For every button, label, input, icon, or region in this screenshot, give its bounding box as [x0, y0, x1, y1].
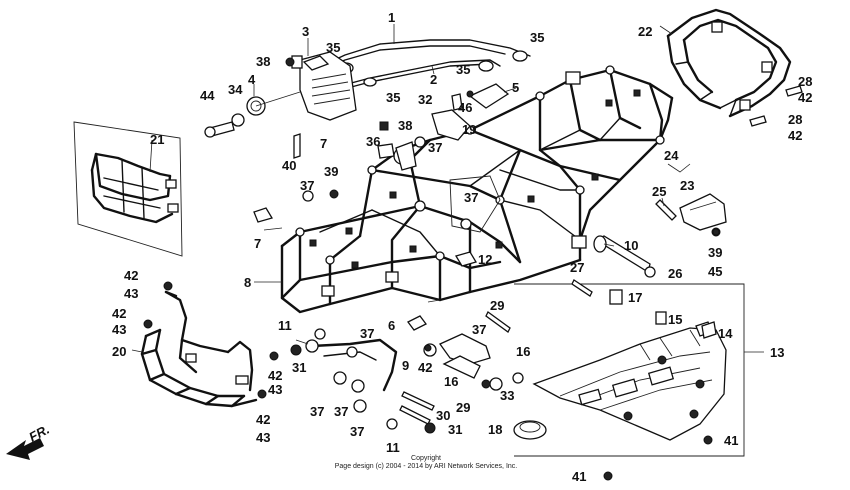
callout-45: 45: [708, 264, 722, 279]
callout-29a: 29: [490, 298, 504, 313]
callout-37h: 37: [472, 322, 486, 337]
callout-42c: 42: [124, 268, 138, 283]
callout-42b: 42: [788, 128, 802, 143]
copyright-notice: Copyright Page design (c) 2004 - 2014 by…: [335, 455, 518, 470]
callout-3: 3: [302, 24, 309, 39]
callout-43a: 43: [124, 286, 138, 301]
callout-28b: 28: [788, 112, 802, 127]
callout-37g: 37: [350, 424, 364, 439]
callout-11a: 11: [278, 318, 292, 333]
callout-21: 21: [150, 132, 164, 147]
callout-numbers: 1 2 3 35 35 35 35 38 4 34 44 5 32 46 38 …: [112, 10, 812, 484]
callout-14: 14: [718, 326, 733, 341]
callout-42e: 42: [268, 368, 282, 383]
callout-35d: 35: [386, 90, 400, 105]
callout-42d: 42: [112, 306, 126, 321]
callout-35c: 35: [456, 62, 470, 77]
front-rack-inset: [73, 121, 183, 257]
callout-44: 44: [200, 88, 215, 103]
front-label: FR.: [26, 422, 52, 445]
callout-12: 12: [478, 252, 492, 267]
callout-6: 6: [388, 318, 395, 333]
callout-5: 5: [512, 80, 519, 95]
callout-42f: 42: [256, 412, 270, 427]
front-guard: [140, 290, 258, 408]
callout-29b: 29: [456, 400, 470, 415]
callout-31b: 31: [448, 422, 462, 437]
leader-lines: [131, 24, 764, 353]
callout-37d: 37: [360, 326, 374, 341]
callout-2: 2: [430, 72, 437, 87]
callout-43b: 43: [112, 322, 126, 337]
callout-35a: 35: [326, 40, 340, 55]
callout-35b: 35: [530, 30, 544, 45]
callout-38b: 38: [398, 118, 412, 133]
callout-9: 9: [402, 358, 409, 373]
oil-cooler-assembly: [204, 51, 357, 159]
copyright-text: Page design (c) 2004 - 2014 by ARI Netwo…: [335, 463, 518, 470]
callout-32: 32: [418, 92, 432, 107]
front-direction-indicator: FR.: [6, 422, 52, 460]
callout-42a: 42: [798, 90, 812, 105]
callout-23: 23: [680, 178, 694, 193]
callout-16a: 16: [516, 344, 530, 359]
callout-11b: 11: [386, 440, 400, 455]
callout-41b: 41: [572, 469, 586, 484]
callout-30: 30: [436, 408, 450, 423]
callout-10: 10: [624, 238, 638, 253]
callout-4: 4: [248, 72, 256, 87]
callout-13: 13: [770, 345, 784, 360]
callout-28a: 28: [798, 74, 812, 89]
callout-37c: 37: [464, 190, 478, 205]
copyright-title: Copyright: [411, 455, 441, 462]
callout-42g: 42: [418, 360, 432, 375]
callout-25: 25: [652, 184, 666, 199]
callout-36: 36: [366, 134, 380, 149]
callout-33: 33: [500, 388, 514, 403]
callout-16b: 16: [444, 374, 458, 389]
main-frame: [280, 65, 674, 314]
callout-15: 15: [668, 312, 682, 327]
callout-37a: 37: [428, 140, 442, 155]
callout-26: 26: [668, 266, 682, 281]
brake-hoses: [329, 39, 531, 91]
callout-40: 40: [282, 158, 296, 173]
callout-27: 27: [570, 260, 584, 275]
callout-41a: 41: [724, 433, 738, 448]
callout-43d: 43: [256, 430, 270, 445]
skid-plate: [514, 283, 745, 457]
callout-39a: 39: [324, 164, 338, 179]
rear-guard: [666, 8, 792, 118]
front-arrow-icon: [6, 438, 44, 460]
callout-39b: 39: [708, 245, 722, 260]
callout-31a: 31: [292, 360, 306, 375]
callout-8: 8: [244, 275, 251, 290]
callout-43c: 43: [268, 382, 282, 397]
callout-7b: 7: [254, 236, 261, 251]
callout-37e: 37: [310, 404, 324, 419]
callout-38a: 38: [256, 54, 270, 69]
callout-22: 22: [638, 24, 652, 39]
callout-20: 20: [112, 344, 126, 359]
callout-18: 18: [488, 422, 502, 437]
callout-24: 24: [664, 148, 679, 163]
callout-1: 1: [388, 10, 395, 25]
callout-17: 17: [628, 290, 642, 305]
callout-7a: 7: [320, 136, 327, 151]
callout-46: 46: [458, 100, 472, 115]
callout-34: 34: [228, 82, 243, 97]
callout-37f: 37: [334, 404, 348, 419]
callout-19: 19: [462, 122, 476, 137]
callout-37b: 37: [300, 178, 314, 193]
